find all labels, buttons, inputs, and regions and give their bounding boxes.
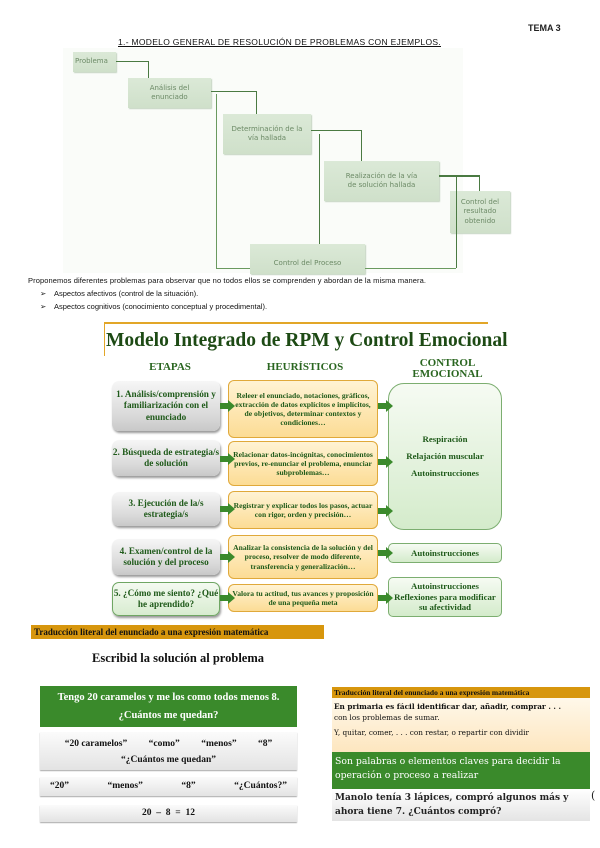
keyword: “20” (50, 781, 69, 791)
node-control-proceso-label: Control del Proceso (273, 259, 342, 268)
keyword: “8” (181, 781, 196, 791)
etapa-2: 2. Búsqueda de estrategia/s de solución (112, 440, 220, 476)
connector (256, 91, 257, 114)
col-etapas: ETAPAS (149, 361, 191, 373)
problem-line: Manolo tenía 3 lápices, compró algunos m… (335, 793, 569, 803)
modelo-frame (104, 322, 488, 356)
node-problema: Problema (73, 52, 116, 72)
example-problem-line: ¿Cuántos me quedan? (118, 710, 219, 721)
explanation-line: con los problemas de sumar. (334, 713, 440, 723)
node-realizacion: Realización de la vía de solución hallad… (324, 161, 439, 201)
bullet-text: Aspectos afectivos (control de la situac… (54, 289, 199, 298)
connector (148, 61, 149, 78)
feedback-line (216, 94, 217, 268)
explanation-line: Y, quitar, comer, . . . con restar, o re… (334, 727, 529, 737)
connector (361, 130, 362, 161)
control-item: Autoinstrucciones (411, 467, 479, 478)
col-heuristicos: HEURÍSTICOS (266, 361, 344, 373)
keyword: “20 caramelos” (64, 739, 128, 749)
node-analisis: Análisis del enunciado (128, 78, 211, 108)
node-realizacion-label: Realización de la vía de solución hallad… (345, 171, 418, 189)
note-line: Son palabras o elementos claves para dec… (335, 756, 561, 767)
feedback-line (365, 268, 456, 269)
keyword: “¿Cuántos?” (234, 781, 287, 791)
right-keywords-note: Son palabras o elementos claves para dec… (332, 752, 590, 789)
etapa-1: 1. Análisis/comprensión y familiarizació… (112, 381, 220, 431)
bullet-text: Aspectos cognitivos (conocimiento concep… (54, 302, 268, 311)
bullet-item: ➢ Aspectos cognitivos (conocimiento conce… (40, 302, 267, 311)
etapa-3: 3. Ejecución de la/s estrategia/s (112, 492, 220, 526)
keyword: “¿Cuántos me quedan” (120, 755, 217, 765)
example-reduced: “20” “menos” “8” “¿Cuántos?” (40, 777, 297, 796)
connector (479, 175, 480, 191)
node-control-proceso: Control del Proceso (250, 244, 365, 274)
example-equation: 20 – 8 = 12 (40, 805, 297, 822)
node-control-resultado: Control del resultado obtenido (450, 191, 510, 233)
right-explanation: En primaria es fácil identificar dar, añ… (332, 698, 590, 752)
flow-diagram: Problema Análisis del enunciado Determin… (63, 48, 510, 274)
heuristico-5: Valora tu actitud, tus avances y proposi… (228, 584, 378, 612)
modelo-title: Modelo Integrado de RPM y Control Emocio… (106, 330, 508, 351)
example-problem: Tengo 20 caramelos y me los como todos m… (40, 686, 297, 727)
keyword: “8” (258, 739, 273, 749)
heuristico-1: Releer el enunciado, notaciones, gráfico… (228, 380, 378, 438)
problem-line: ahora tiene 7. ¿Cuántos compró? (335, 807, 502, 818)
keyword: “menos” (201, 739, 237, 749)
bullet-item: ➢ Aspectos afectivos (control de la situa… (40, 289, 198, 298)
tema-label: TEMA 3 (528, 23, 561, 33)
feedback-line (319, 134, 320, 244)
node-problema-label: Problema (75, 57, 108, 66)
col-control-line2: EMOCIONAL (412, 368, 483, 380)
example-keywords: “20 caramelos” “como” “menos” “8” “¿Cuán… (40, 732, 297, 770)
heuristico-3: Registrar y explicar todos los pasos, ac… (228, 491, 378, 529)
col-control-line1: CONTROL (419, 357, 476, 369)
connector (439, 175, 479, 177)
node-determinacion: Determinación de la vía hallada (223, 114, 311, 154)
right-problem: Manolo tenía 3 lápices, compró algunos m… (332, 789, 590, 821)
note-line: operación o proceso a realizar (335, 770, 479, 782)
feedback-line (456, 177, 457, 268)
control-item: Respiración (422, 434, 468, 445)
connector (311, 130, 361, 131)
right-traduccion-bar: Traducción literal del enunciado a una e… (332, 687, 590, 698)
keyword: “menos” (107, 781, 143, 791)
explanation-line: En primaria es fácil identificar dar, añ… (334, 702, 562, 711)
bullet-arrow-icon: ➢ (40, 289, 47, 298)
example-problem-line: Tengo 20 caramelos y me los como todos m… (57, 692, 280, 703)
node-control-resultado-label: Control del resultado obtenido (460, 197, 500, 225)
traduccion-bar: Traducción literal del enunciado a una e… (31, 625, 324, 639)
keyword: “como” (148, 739, 180, 749)
etapa-5: 5. ¿Cómo me siento? ¿Qué he aprendido? (112, 582, 220, 616)
cut-off-glyph: ( (591, 789, 596, 802)
control-row-5: Autoinstrucciones Reflexiones para modif… (388, 577, 502, 617)
feedback-line (216, 268, 250, 269)
heuristico-4: Analizar la consistencia de la solución … (228, 535, 378, 579)
section-title: 1.- MODELO GENERAL DE RESOLUCIÓN DE PROB… (118, 37, 441, 47)
connector (116, 61, 149, 62)
intro-paragraph: Proponemos diferentes problemas para obs… (28, 276, 427, 285)
node-analisis-label: Análisis del enunciado (149, 83, 190, 101)
control-item: Relajación muscular (406, 451, 484, 461)
control-row-4: Autoinstrucciones (388, 543, 502, 563)
control-emocional-box: Respiración Relajación muscular Autoinst… (388, 383, 502, 530)
connector (211, 91, 256, 92)
bullet-arrow-icon: ➢ (40, 302, 47, 311)
escribid-heading: Escribid la solución al problema (92, 651, 265, 665)
heuristico-2: Relacionar datos-incógnitas, conocimient… (228, 441, 378, 486)
etapa-4: 4. Examen/control de la solución y del p… (112, 539, 220, 575)
node-determinacion-label: Determinación de la vía hallada (231, 124, 303, 142)
